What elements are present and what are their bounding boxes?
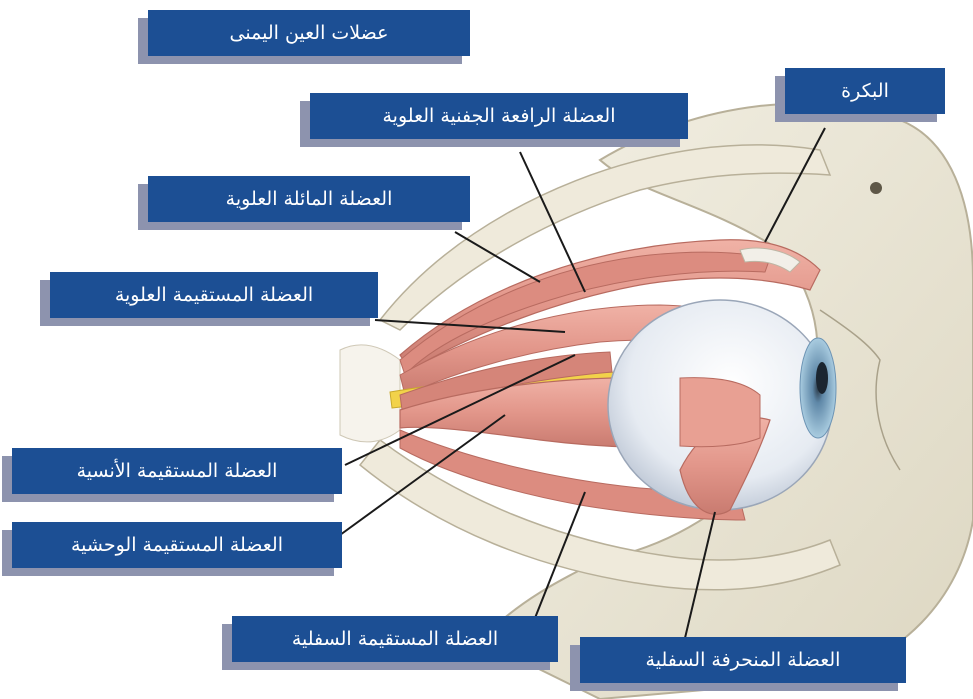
title-label: عضلات العين اليمنى	[148, 10, 470, 56]
label-levator-text: العضلة الرافعة الجفنية العلوية	[310, 93, 688, 139]
label-levator: العضلة الرافعة الجفنية العلوية	[310, 93, 688, 139]
label-superior-oblique: العضلة المائلة العلوية	[148, 176, 470, 222]
lateral-rectus-insertion	[680, 378, 760, 447]
bone-foramen	[870, 182, 882, 194]
label-superior-rectus-text: العضلة المستقيمة العلوية	[50, 272, 378, 318]
title-text: عضلات العين اليمنى	[148, 10, 470, 56]
label-trochlea: البكرة	[785, 68, 945, 114]
label-superior-rectus: العضلة المستقيمة العلوية	[50, 272, 378, 318]
label-inferior-oblique: العضلة المنحرفة السفلية	[580, 637, 906, 683]
label-medial-rectus: العضلة المستقيمة الأنسية	[12, 448, 342, 494]
label-medial-rectus-text: العضلة المستقيمة الأنسية	[12, 448, 342, 494]
label-inferior-rectus-text: العضلة المستقيمة السفلية	[232, 616, 558, 662]
label-superior-oblique-text: العضلة المائلة العلوية	[148, 176, 470, 222]
label-inferior-rectus: العضلة المستقيمة السفلية	[232, 616, 558, 662]
label-inferior-oblique-text: العضلة المنحرفة السفلية	[580, 637, 906, 683]
label-lateral-rectus-text: العضلة المستقيمة الوحشية	[12, 522, 342, 568]
pupil	[816, 362, 828, 394]
label-lateral-rectus: العضلة المستقيمة الوحشية	[12, 522, 342, 568]
label-trochlea-text: البكرة	[785, 68, 945, 114]
